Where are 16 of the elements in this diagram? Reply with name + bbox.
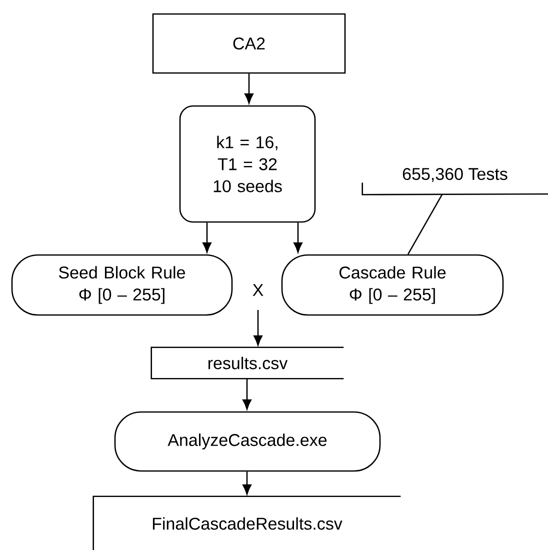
data-store: results.csv [150, 346, 344, 380]
data-store: FinalCascadeResults.csv [92, 496, 401, 550]
arrow [244, 74, 254, 104]
arrow [202, 222, 212, 253]
annotation: 655,360 Tests [362, 168, 548, 196]
rounded-box: Seed Block Rule Φ [0 – 255] [11, 254, 233, 316]
label: X [252, 284, 264, 296]
rounded-box: Cascade Rule Φ [0 – 255] [281, 254, 504, 316]
arrow [242, 472, 252, 495]
rounded-box: AnalyzeCascade.exe [114, 411, 381, 472]
arrow [254, 310, 262, 346]
arrow [294, 222, 302, 253]
leader-line [407, 194, 443, 255]
rounded-box: k1 = 16, T1 = 32 10 seeds [179, 105, 316, 223]
arrow [242, 378, 252, 410]
process-box: CA2 [152, 13, 346, 74]
